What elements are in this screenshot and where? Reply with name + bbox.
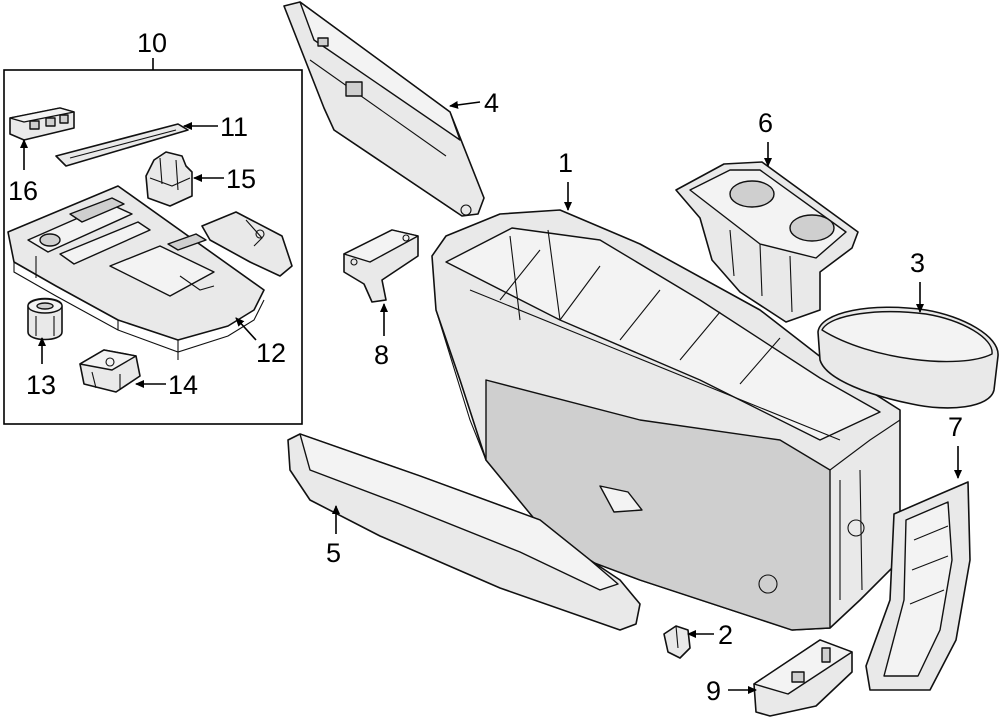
callout-6: 6 bbox=[758, 108, 773, 167]
part-16-switch-block[interactable] bbox=[9, 107, 75, 141]
group-10-box bbox=[3, 58, 303, 425]
callout-15-number: 15 bbox=[226, 164, 256, 194]
callout-15: 15 bbox=[193, 164, 256, 194]
part-1-console-body[interactable] bbox=[431, 209, 901, 631]
callout-12-number: 12 bbox=[256, 338, 286, 368]
callout-8-number: 8 bbox=[374, 340, 389, 370]
callout-12: 12 bbox=[235, 317, 286, 368]
part-6-cup-holder[interactable] bbox=[675, 161, 859, 323]
part-14-bracket-module[interactable] bbox=[79, 349, 141, 393]
part-9-bracket[interactable] bbox=[753, 639, 853, 717]
callout-3: 3 bbox=[910, 248, 925, 313]
callout-9: 9 bbox=[706, 676, 757, 706]
part-12-trim-bezel[interactable] bbox=[7, 185, 265, 360]
callout-7-number: 7 bbox=[948, 412, 963, 442]
callout-4-number: 4 bbox=[484, 88, 499, 118]
callout-16-number: 16 bbox=[8, 176, 38, 206]
callout-14-number: 14 bbox=[168, 370, 198, 400]
shift-boot-cover bbox=[201, 211, 293, 277]
part-4-side-panel[interactable] bbox=[283, 1, 485, 217]
callout-4: 4 bbox=[449, 88, 499, 118]
part-15-shift-knob[interactable] bbox=[145, 151, 193, 207]
callout-9-number: 9 bbox=[706, 676, 721, 706]
callout-6-number: 6 bbox=[758, 108, 773, 138]
callout-13: 13 bbox=[26, 337, 56, 400]
callout-10: 10 bbox=[137, 28, 167, 58]
callout-10-number: 10 bbox=[137, 28, 167, 58]
part-13-knob[interactable] bbox=[27, 297, 63, 341]
callout-5: 5 bbox=[326, 505, 341, 568]
callout-2-number: 2 bbox=[718, 620, 733, 650]
callout-3-number: 3 bbox=[910, 248, 925, 278]
callout-16: 16 bbox=[8, 139, 38, 206]
part-8-bracket[interactable] bbox=[343, 229, 419, 303]
callout-1: 1 bbox=[558, 148, 573, 211]
part-11-trim-strip[interactable] bbox=[55, 123, 189, 167]
callout-11-number: 11 bbox=[220, 112, 248, 142]
callout-1-number: 1 bbox=[558, 148, 573, 178]
callout-2: 2 bbox=[687, 620, 733, 650]
callout-11: 11 bbox=[183, 112, 248, 142]
part-2-clip[interactable] bbox=[663, 625, 691, 659]
callout-5-number: 5 bbox=[326, 538, 341, 568]
part-7-rear-trim[interactable] bbox=[865, 481, 971, 691]
part-5-lower-trim[interactable] bbox=[287, 433, 641, 631]
callout-14: 14 bbox=[135, 370, 198, 400]
part-3-armrest-lid[interactable] bbox=[817, 306, 999, 409]
callout-7: 7 bbox=[948, 412, 963, 479]
callout-13-number: 13 bbox=[26, 370, 56, 400]
callout-8: 8 bbox=[374, 303, 389, 370]
